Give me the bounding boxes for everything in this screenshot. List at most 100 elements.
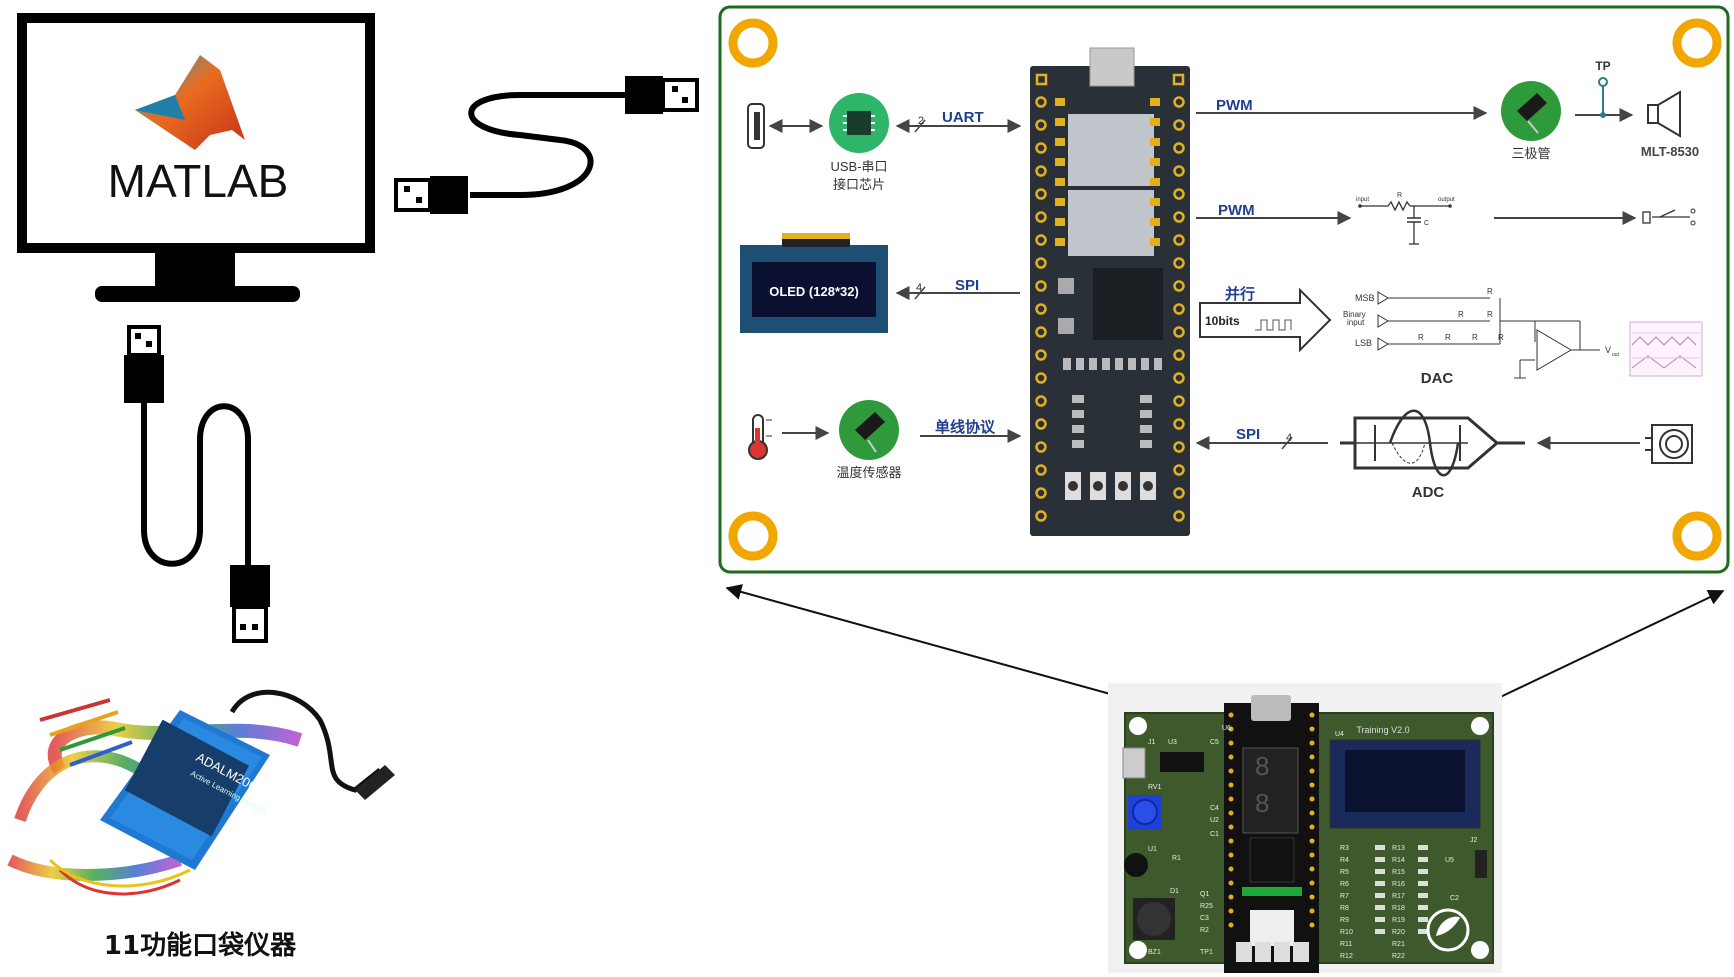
pcb-ref-label: TP1	[1200, 949, 1213, 956]
pcb-resistor-label: R20	[1392, 929, 1405, 936]
output-connector-icon	[1642, 208, 1696, 226]
rc-c-label: C	[1424, 220, 1429, 227]
uart-label: UART	[942, 109, 984, 126]
instrument-caption: 11功能口袋仪器	[103, 931, 297, 961]
transistor-icon	[1501, 81, 1561, 141]
pcb-ref-label: U3	[1168, 739, 1177, 746]
dac-resistor-label: R	[1487, 310, 1493, 319]
pcb-ref-label: U6	[1222, 725, 1231, 732]
pwm-top-label: PWM	[1216, 97, 1253, 114]
teensy-microcontroller	[1030, 47, 1190, 536]
pcb-ref-label: U5	[1445, 857, 1454, 864]
mount-hole-br	[1672, 511, 1722, 561]
speaker-label: MLT-8530	[1641, 144, 1699, 159]
usb-serial-label-line2: 接口芯片	[833, 177, 885, 192]
pcb-resistor-label: R9	[1340, 917, 1349, 924]
pcb-resistor-label: R17	[1392, 893, 1405, 900]
parallel-bus-arrow	[1199, 287, 1332, 353]
oled-display: OLED (128*32)	[740, 233, 888, 333]
pcb-ref-label: U2	[1210, 817, 1219, 824]
micro-usb-port-icon	[747, 103, 765, 149]
connector-arrow-right	[1493, 589, 1725, 701]
dac-resistor-label: R	[1458, 310, 1464, 319]
temp-sensor-label: 温度传感器	[836, 465, 901, 480]
pcb-ref-label: BZ1	[1148, 949, 1161, 956]
pcb-resistor-label: R11	[1340, 941, 1352, 948]
dac-output-waveform-icon	[1629, 321, 1703, 377]
usb-cable-top	[394, 76, 699, 214]
adc-spi-label: SPI	[1236, 426, 1260, 443]
dac-label: DAC	[1421, 370, 1454, 387]
pwm-filter-label: PWM	[1218, 202, 1255, 219]
pcb-resistor-label: R4	[1340, 857, 1349, 864]
pcb-resistor-label: R19	[1392, 917, 1405, 924]
pcb-ref-label: R1	[1172, 855, 1181, 862]
pcb-ref-label: R2	[1200, 927, 1209, 934]
dac-resistor-label: R	[1487, 287, 1493, 296]
rc-filter-schematic	[1358, 200, 1452, 245]
pcb-ref-label: U1	[1148, 846, 1157, 853]
pcb-resistor-label: R12	[1340, 953, 1353, 960]
pcb-ref-label: C5	[1210, 739, 1219, 746]
pcb-ref-label: C1	[1210, 831, 1219, 838]
pcb-resistor-label: R15	[1392, 869, 1405, 876]
transistor-label: 三极管	[1511, 146, 1550, 161]
pcb-resistor-label: R5	[1340, 869, 1349, 876]
usb-serial-chip-icon	[829, 93, 889, 153]
dac-binary-label-2: input	[1347, 318, 1365, 327]
pcb-resistor-label: R14	[1392, 857, 1405, 864]
one-wire-label: 单线协议	[935, 418, 996, 436]
dac-resistor-label: R	[1445, 333, 1451, 342]
adc-label: ADC	[1412, 484, 1445, 501]
usb-cable-left	[124, 325, 270, 643]
oled-spi-label: SPI	[955, 277, 979, 294]
pcb-resistor-label: R8	[1340, 905, 1349, 912]
dac-binary-label-1: Binary	[1343, 310, 1366, 319]
pcb-ref-label: C3	[1200, 915, 1209, 922]
usb-serial-label-line1: USB-串口	[830, 159, 887, 174]
board-diagram-panel: USB-串口 接口芯片 2 UART OLED (128*32) 4 SPI	[718, 5, 1730, 574]
mount-hole-tr	[1672, 18, 1722, 68]
pcb-ref-label: Q1	[1200, 891, 1209, 898]
potentiometer-icon	[1645, 424, 1693, 464]
pcb-ref-label: D1	[1170, 888, 1179, 895]
pcb-resistor-label: R6	[1340, 881, 1349, 888]
mount-hole-tl	[728, 18, 778, 68]
pcb-resistor-label: R16	[1392, 881, 1405, 888]
dac-vout-sub: out	[1612, 352, 1620, 358]
pcb-resistor-label: R21	[1392, 941, 1405, 948]
pcb-resistor-label: R22	[1392, 953, 1405, 960]
mount-hole-bl	[728, 511, 778, 561]
oled-label: OLED (128*32)	[769, 284, 859, 299]
svg-text:8: 8	[1255, 788, 1269, 818]
matlab-logo-icon	[135, 55, 245, 150]
adc-symbol	[1340, 409, 1525, 477]
rc-output-label: output	[1438, 197, 1455, 203]
parallel-label: 并行	[1225, 285, 1255, 303]
speaker-icon	[1647, 90, 1681, 138]
dac-lsb-label: LSB	[1355, 338, 1372, 348]
pcb-ref-label: U4	[1335, 731, 1344, 738]
dac-schematic	[1377, 291, 1600, 379]
pcb-resistor-label: R7	[1340, 893, 1349, 900]
rc-input-label: input	[1356, 197, 1369, 203]
rc-r-label: R	[1397, 192, 1402, 199]
pcb-ref-label: R25	[1200, 903, 1213, 910]
dac-msb-label: MSB	[1355, 293, 1375, 303]
pcb-resistor-label: R13	[1392, 845, 1405, 852]
pcb-ref-label: J2	[1470, 837, 1478, 844]
adc-bus-width: 4	[1286, 432, 1292, 444]
pcb-resistor-label: R18	[1392, 905, 1405, 912]
dac-vout-label: V	[1605, 345, 1611, 355]
dac-resistor-label: R	[1498, 333, 1504, 342]
computer-monitor: MATLAB	[17, 13, 375, 302]
svg-text:8: 8	[1255, 751, 1269, 781]
uart-bus-width: 2	[918, 115, 924, 127]
test-point-icon	[1598, 77, 1608, 118]
adalm2000-device: ADALM2000 Active Learning Module	[7, 689, 395, 896]
pcb-resistor-label: R3	[1340, 845, 1349, 852]
dac-resistor-label: R	[1472, 333, 1478, 342]
pcb-ref-label: RV1	[1148, 784, 1162, 791]
thermometer-icon	[748, 414, 772, 460]
